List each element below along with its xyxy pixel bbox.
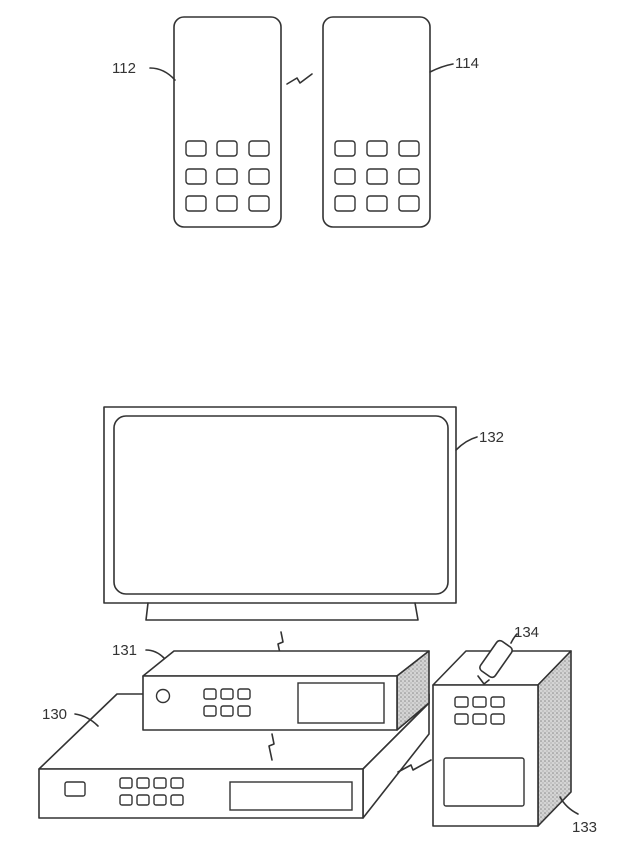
phone-right: [322, 16, 431, 228]
speaker-box: [432, 650, 572, 827]
label-leader-130: [74, 713, 99, 727]
label-leader-112: [149, 67, 176, 81]
remote-device: [477, 639, 513, 685]
phone-left: [173, 16, 282, 228]
label-134: 134: [514, 624, 539, 641]
label-131: 131: [112, 642, 137, 659]
wireless-link-icon: [268, 733, 275, 761]
wireless-link-icon: [286, 73, 313, 85]
label-leader-134: [510, 633, 518, 644]
set-top-box: [142, 650, 430, 731]
label-114: 114: [455, 55, 479, 72]
set-top-buttons: [203, 688, 251, 717]
label-leader-132: [455, 436, 478, 451]
set-top-knob: [155, 688, 171, 704]
wireless-link-icon: [397, 759, 432, 773]
label-leader-133: [559, 796, 579, 815]
label-132: 132: [479, 429, 504, 446]
label-112: 112: [112, 60, 136, 77]
phone-right-keypad: [334, 140, 420, 212]
phone-left-keypad: [185, 140, 270, 212]
label-leader-114: [429, 63, 454, 73]
display-monitor: [103, 406, 457, 621]
display-stand: [145, 602, 419, 621]
set-top-display-panel: [297, 682, 385, 724]
label-leader-131: [145, 649, 165, 659]
speaker-box-buttons: [454, 696, 505, 725]
receiver-display-panel: [229, 781, 353, 811]
speaker-box-panel: [443, 757, 525, 807]
label-130: 130: [42, 706, 67, 723]
receiver-buttons: [119, 777, 184, 806]
label-133: 133: [572, 819, 597, 836]
